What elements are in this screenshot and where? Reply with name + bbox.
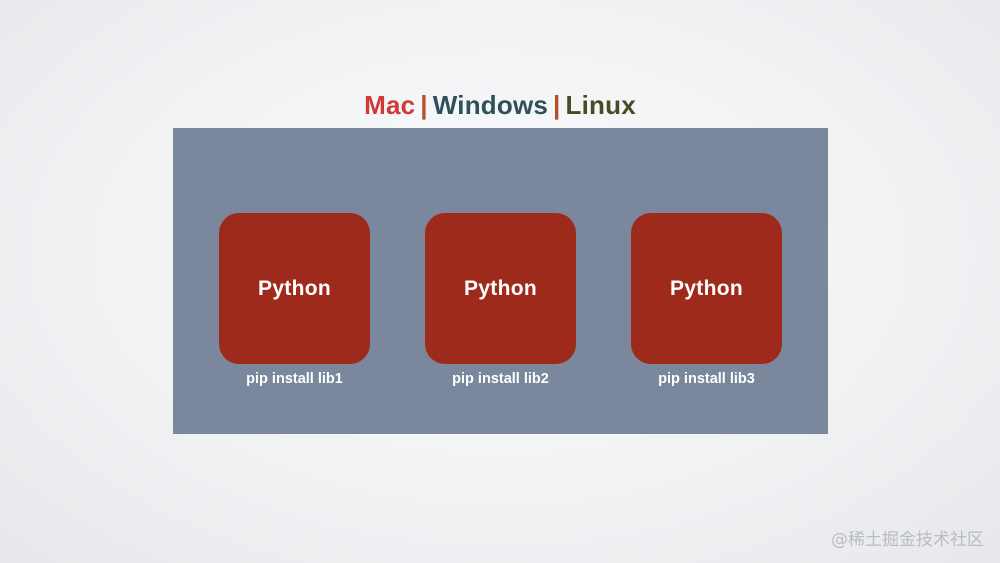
- title-mac: Mac: [364, 90, 416, 120]
- python-environment-1: Python pip install lib1: [219, 213, 370, 387]
- python-label: Python: [258, 276, 331, 300]
- python-environment-3: Python pip install lib3: [631, 213, 782, 387]
- title-windows: Windows: [432, 90, 549, 120]
- python-label: Python: [464, 276, 537, 300]
- os-title: Mac|Windows|Linux: [0, 88, 1000, 122]
- pip-install-caption: pip install lib1: [246, 371, 343, 387]
- python-box: Python: [425, 213, 576, 364]
- pip-install-caption: pip install lib3: [658, 371, 755, 387]
- watermark: @稀土掘金技术社区: [831, 530, 984, 550]
- os-panel: Python pip install lib1 Python pip insta…: [173, 128, 828, 434]
- title-linux: Linux: [565, 90, 636, 120]
- python-box: Python: [219, 213, 370, 364]
- pip-install-caption: pip install lib2: [452, 371, 549, 387]
- python-box: Python: [631, 213, 782, 364]
- title-separator: |: [553, 90, 561, 120]
- python-label: Python: [670, 276, 743, 300]
- title-separator: |: [420, 90, 428, 120]
- python-environment-2: Python pip install lib2: [425, 213, 576, 387]
